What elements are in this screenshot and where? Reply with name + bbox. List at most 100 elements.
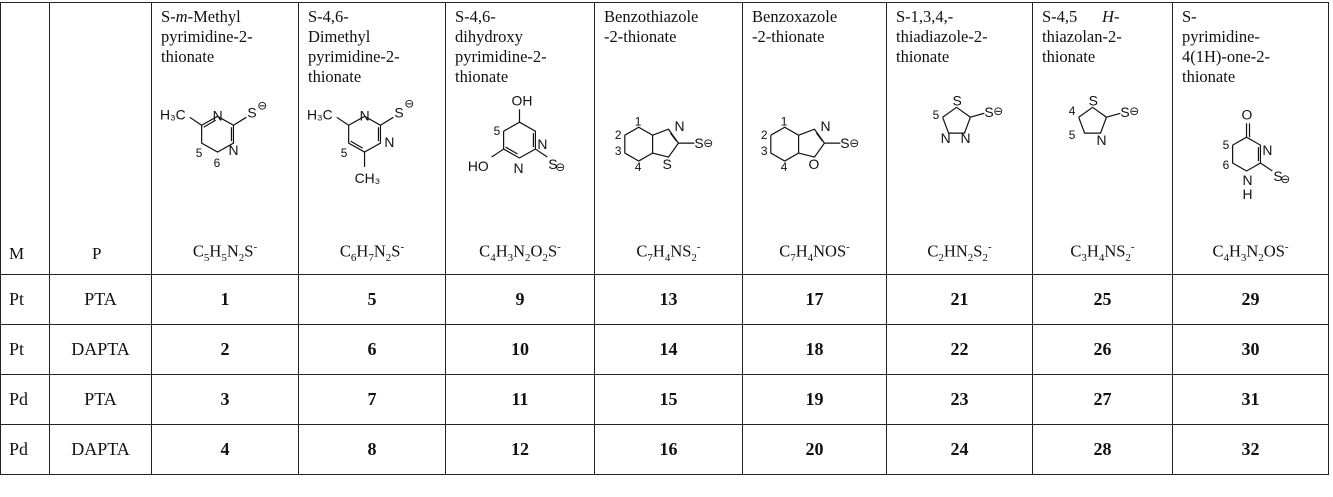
ligand-formula: C4H3N2O2S-: [479, 241, 561, 264]
metal-cell: Pt: [0, 274, 50, 325]
label: S: [953, 92, 962, 108]
ligand-formula: C6H7N2S-: [339, 241, 405, 264]
label: S: [247, 104, 256, 120]
minus-icon: ⊖: [1129, 104, 1139, 118]
label: N: [514, 160, 524, 176]
label: 2: [761, 128, 768, 142]
ligand-name: Benzoxazole-2-thionate: [752, 7, 838, 46]
compound-number: 23: [886, 374, 1033, 425]
label: 3: [615, 144, 622, 158]
label: H₃C: [307, 106, 333, 122]
label: S: [1089, 92, 1098, 108]
label: N: [1097, 132, 1107, 148]
minus-icon: ⊖: [404, 96, 414, 110]
metal-cell: Pd: [0, 424, 50, 475]
pyrimidinone-structure-icon: O N N H S ⊖ 5 6: [1173, 103, 1328, 238]
compound-number: 2: [151, 324, 299, 375]
ligand-formula: C4H3N2OS-: [1212, 241, 1289, 264]
benzothiazole-structure-icon: N S S ⊖ 1 2 3 4: [595, 95, 742, 230]
compound-number: 13: [594, 274, 743, 325]
compound-number: 24: [886, 424, 1033, 475]
label: S: [1273, 168, 1282, 184]
label: S: [694, 135, 703, 151]
label: S: [663, 156, 672, 172]
compound-number: 17: [742, 274, 887, 325]
label: S: [984, 104, 993, 120]
phosphine-cell: PTA: [49, 274, 152, 325]
label: S: [394, 104, 403, 120]
minus-icon: ⊖: [1280, 172, 1290, 186]
label: H: [1243, 186, 1253, 202]
column-header-m: M: [9, 244, 25, 263]
compound-number: 20: [742, 424, 887, 475]
label: N: [1262, 142, 1272, 158]
header-cell-m: M: [0, 2, 50, 275]
compound-number: 30: [1172, 324, 1329, 375]
header-cell-ligand-4: Benzothiazole-2-thionate N S S ⊖ 1 2 3 4: [594, 2, 743, 275]
header-cell-ligand-5: Benzoxazole-2-thionate N O S ⊖ 1 2 3 4: [742, 2, 887, 275]
thiadiazole-structure-icon: S N N S ⊖ 5: [887, 83, 1032, 218]
label: S: [548, 156, 557, 172]
label: 4: [1069, 104, 1076, 118]
ligand-name: Benzothiazole-2-thionate: [604, 7, 699, 46]
minus-icon: ⊖: [555, 160, 565, 174]
compound-number: 16: [594, 424, 743, 475]
thiazolan-structure-icon: S N S ⊖ 4 5: [1033, 83, 1172, 218]
metal-cell: Pd: [0, 374, 50, 425]
label: 4: [781, 160, 788, 174]
label: 6: [1223, 158, 1230, 172]
label: S: [1120, 104, 1129, 120]
header-cell-ligand-7: S-4,5 H-thiazolan-2-thionate S N S ⊖ 4 5…: [1032, 2, 1173, 275]
label: N: [537, 136, 547, 152]
header-cell-ligand-8: S-pyrimidine-4(1H)-one-2-thionate O N N …: [1172, 2, 1329, 275]
label: O: [1242, 106, 1253, 122]
label: 5: [933, 108, 940, 122]
compound-number: 5: [298, 274, 446, 325]
compound-number: 14: [594, 324, 743, 375]
ligand-formula: C3H4NS2-: [1070, 241, 1135, 264]
compound-number: 29: [1172, 274, 1329, 325]
compound-number: 3: [151, 374, 299, 425]
compound-number: 6: [298, 324, 446, 375]
table-row: Pd PTA 3 7 11 15 19 23 27 31: [0, 374, 1329, 425]
label: CH₃: [355, 170, 381, 186]
table-row: Pt DAPTA 2 6 10 14 18 22 26 30: [0, 324, 1329, 375]
compound-number: 26: [1032, 324, 1173, 375]
ligand-name: S-pyrimidine-4(1H)-one-2-thionate: [1182, 7, 1270, 86]
compound-number: 18: [742, 324, 887, 375]
label: S: [840, 135, 849, 151]
label: 5: [341, 146, 348, 160]
label: 5: [1069, 128, 1076, 142]
label: N: [213, 107, 223, 123]
label: 3: [761, 144, 768, 158]
label: N: [384, 134, 394, 150]
label: N: [360, 107, 370, 123]
compound-number: 15: [594, 374, 743, 425]
label: H₃C: [160, 106, 186, 122]
compound-number: 27: [1032, 374, 1173, 425]
dimethylpyrimidine-structure-icon: H₃C N N S ⊖ 5 CH₃: [299, 95, 445, 230]
compound-number: 12: [445, 424, 595, 475]
compound-number: 21: [886, 274, 1033, 325]
phosphine-cell: DAPTA: [49, 424, 152, 475]
label: O: [809, 156, 820, 172]
minus-icon: ⊖: [993, 104, 1003, 118]
compound-number: 28: [1032, 424, 1173, 475]
header-cell-ligand-6: S-1,3,4,-thiadiazole-2-thionate S N N S …: [886, 2, 1033, 275]
compound-number: 32: [1172, 424, 1329, 475]
ligand-formula: C7H4NS2-: [636, 241, 701, 264]
metal-cell: Pt: [0, 324, 50, 375]
ligand-formula: C7H4NOS-: [779, 241, 850, 264]
label: N: [674, 118, 684, 134]
compound-number: 9: [445, 274, 595, 325]
label: N: [820, 118, 830, 134]
ligand-name: S-4,5 H-thiazolan-2-thionate: [1042, 7, 1122, 66]
phosphine-cell: DAPTA: [49, 324, 152, 375]
